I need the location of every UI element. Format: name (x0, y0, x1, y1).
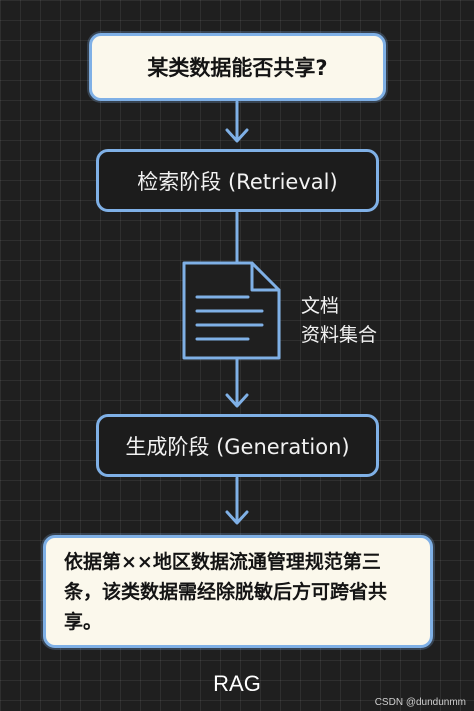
retrieval-stage-label: 检索阶段 (Retrieval) (137, 169, 338, 194)
retrieval-stage-box: 检索阶段 (Retrieval) (96, 149, 379, 212)
question-text: 某类数据能否共享? (147, 56, 328, 80)
document-label-line1: 文档 (301, 295, 340, 317)
watermark: CSDN @dundunmm (374, 697, 466, 708)
document-label-line2: 资料集合 (301, 324, 378, 346)
document-icon (182, 261, 281, 360)
generation-stage-box: 生成阶段 (Generation) (96, 414, 379, 477)
answer-text: 依据第××地区数据流通管理规范第三条，该类数据需经除脱敏后方可跨省共享。 (64, 550, 388, 633)
document-label: 文档 资料集合 (301, 292, 377, 350)
arrow-down-icon (225, 476, 249, 525)
arrow-down-icon (225, 100, 249, 143)
generation-stage-label: 生成阶段 (Generation) (125, 434, 350, 459)
arrow-down-icon (225, 357, 249, 408)
question-box: 某类数据能否共享? (89, 33, 386, 101)
footer-title: RAG (213, 671, 261, 696)
answer-box: 依据第××地区数据流通管理规范第三条，该类数据需经除脱敏后方可跨省共享。 (43, 535, 433, 648)
